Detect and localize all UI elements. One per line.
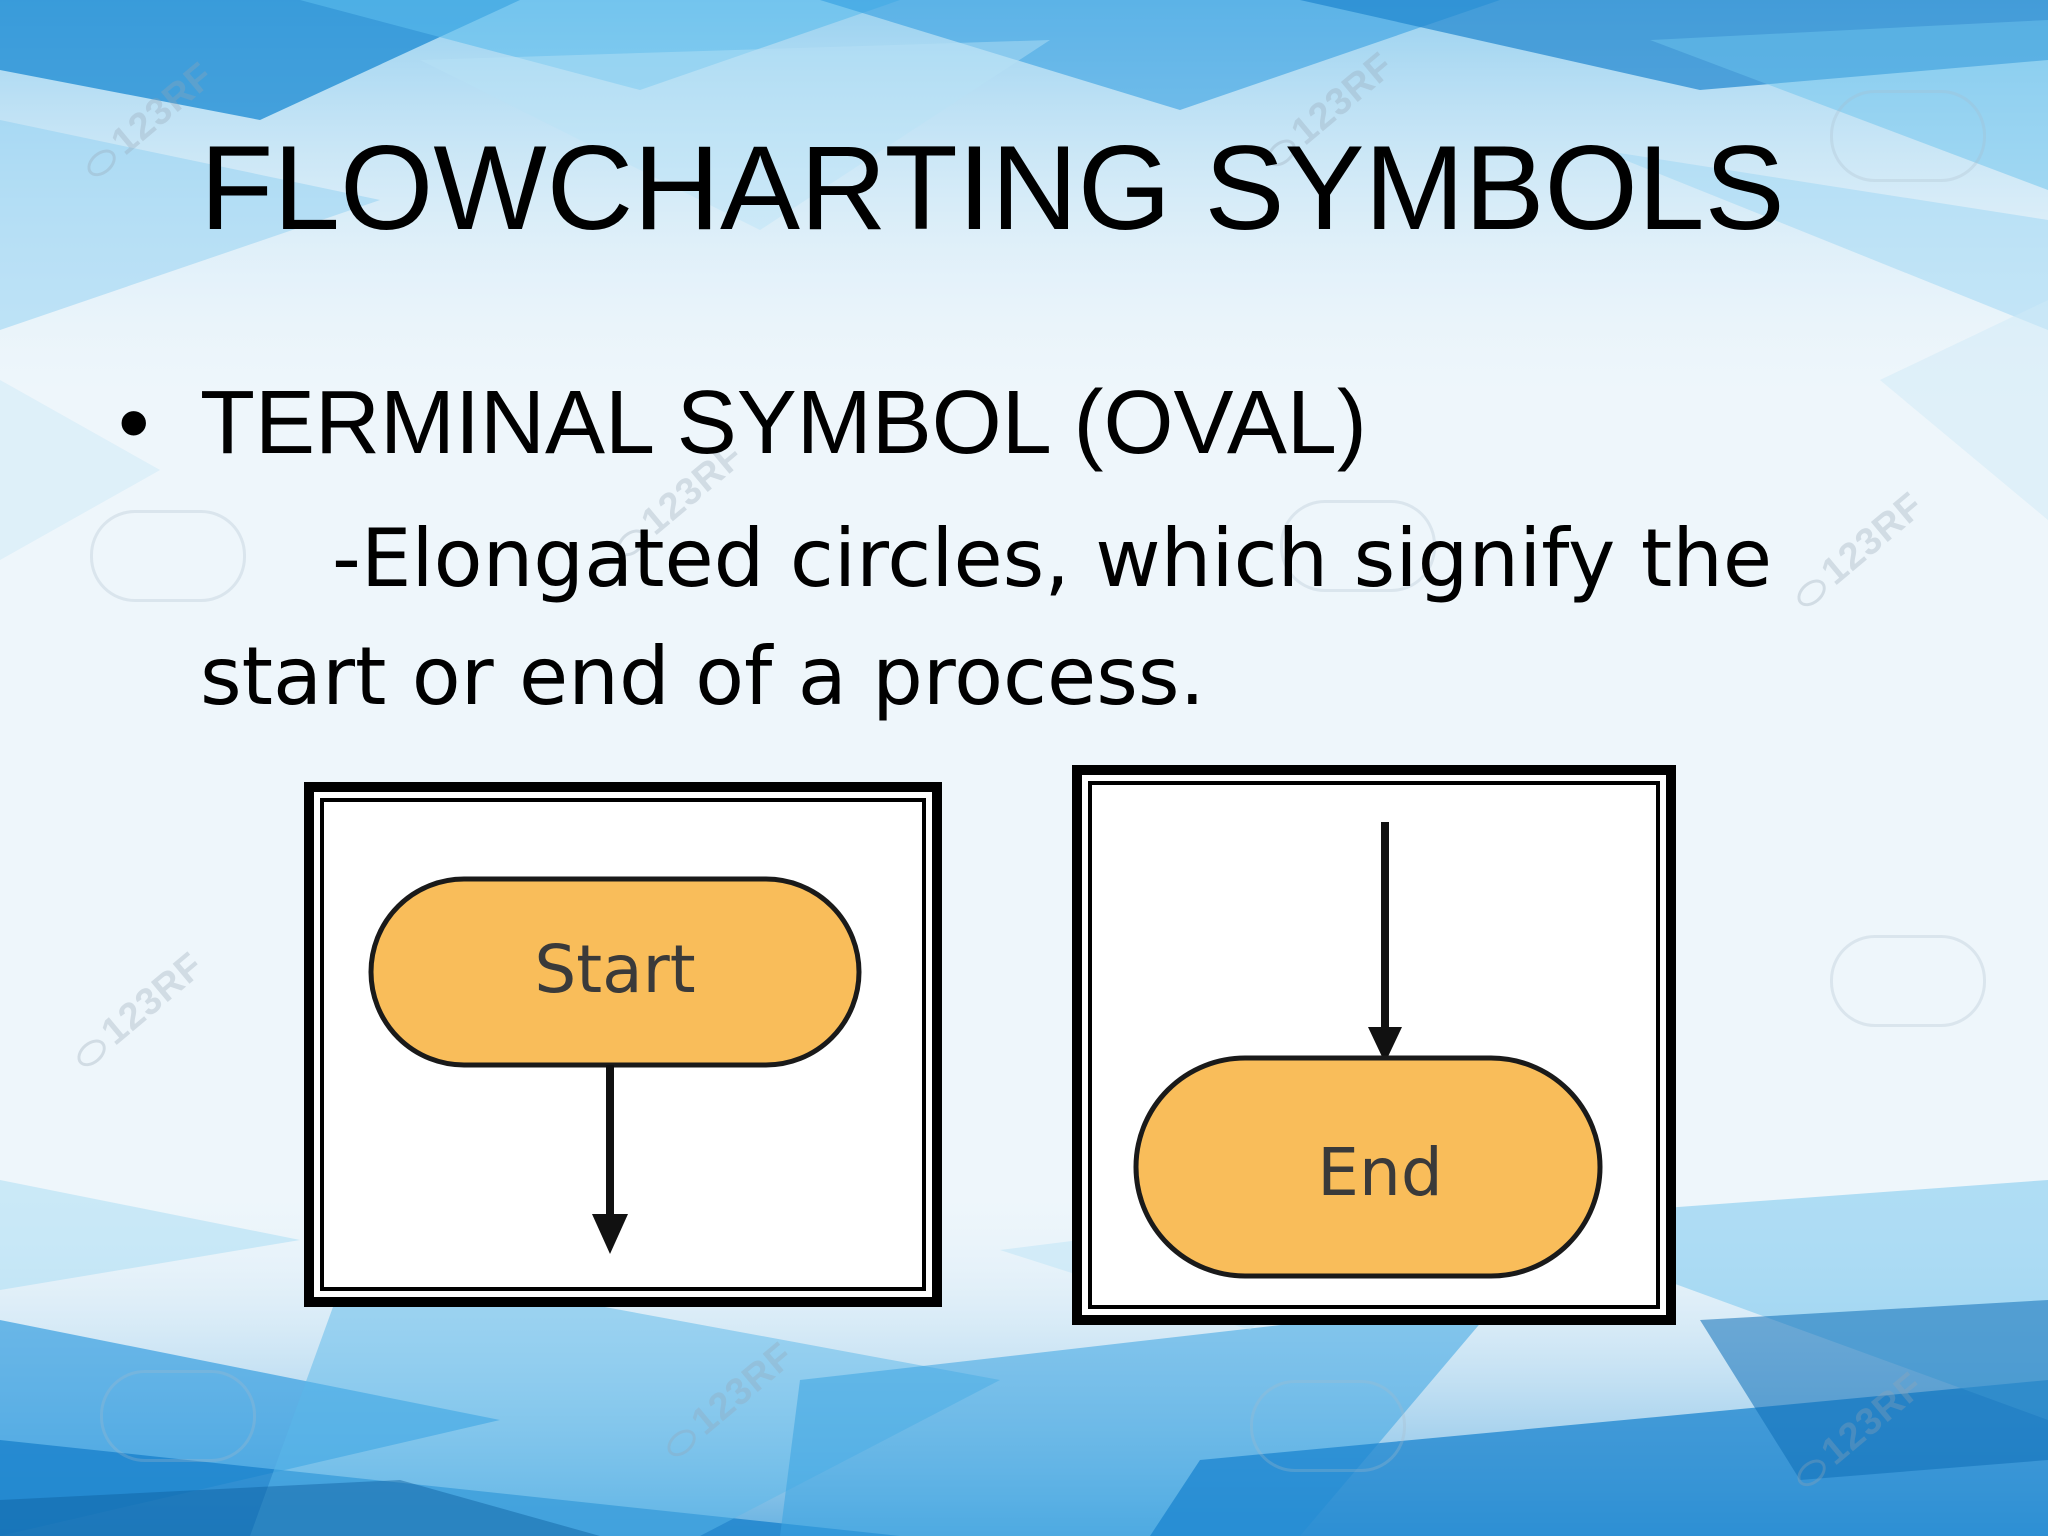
end-symbol-figure: End <box>1133 822 1603 1279</box>
start-symbol-diagram: Start <box>304 782 942 1307</box>
end-oval <box>1133 1055 1603 1279</box>
down-arrow-icon <box>592 1214 628 1254</box>
watermark-icon <box>1280 500 1436 592</box>
bullet-heading: TERMINAL SYMBOL (OVAL) <box>200 373 1367 473</box>
watermark-icon <box>100 1370 256 1462</box>
down-arrow-icon <box>1368 1027 1402 1063</box>
end-symbol-diagram: End <box>1072 765 1676 1325</box>
watermark-icon <box>1830 90 1986 182</box>
watermark-icon <box>90 510 246 602</box>
watermark-icon <box>1830 935 1986 1027</box>
slide-title: FLOWCHARTING SYMBOLS <box>200 121 1785 255</box>
bullet-marker: • <box>118 373 150 473</box>
watermark-icon <box>1250 1380 1406 1472</box>
bullet-description: -Elongated circles, which signify the st… <box>200 512 1773 723</box>
end-label: End <box>1317 1134 1442 1211</box>
start-oval <box>368 876 862 1068</box>
start-label: Start <box>534 931 695 1008</box>
start-symbol-figure: Start <box>368 876 862 1254</box>
